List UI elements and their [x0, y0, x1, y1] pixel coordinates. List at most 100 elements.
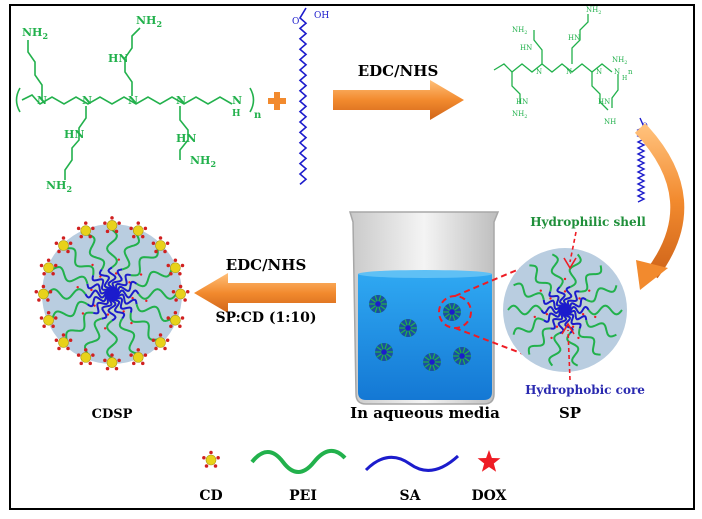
- pei-label-nh2-2: NH2: [136, 14, 162, 29]
- cd-dot: [132, 225, 144, 236]
- pei-branch-2: [64, 106, 87, 180]
- stearic-acid-structure: OH O: [292, 7, 329, 186]
- product-label-hn-2: HN: [568, 34, 580, 42]
- pei-arm: [513, 282, 545, 301]
- cd-nub: [61, 333, 66, 337]
- mini-micelle-arm: [428, 353, 432, 360]
- cd-nub: [180, 263, 185, 268]
- cd-nub: [110, 353, 114, 357]
- cd-dot: [170, 262, 181, 274]
- cd-nub: [42, 271, 46, 276]
- cd-nub: [61, 236, 66, 240]
- cd-nub: [39, 316, 44, 320]
- product-label-hn-1: HN: [520, 44, 532, 52]
- cd-nub: [46, 258, 51, 262]
- mini-micelle-core: [459, 353, 465, 359]
- mini-micelle-arm: [458, 347, 462, 354]
- cdsp-label: CDSP: [92, 407, 133, 422]
- cd-nub: [91, 226, 95, 231]
- cd-nub: [66, 346, 70, 351]
- cd-nub: [166, 263, 171, 268]
- pei-arm: [577, 328, 601, 356]
- cd-nub: [103, 358, 107, 363]
- dox-dot: [550, 336, 553, 340]
- mini-micelle-arm: [448, 314, 452, 321]
- cd-nub: [129, 353, 133, 357]
- legend-sa-icon: [364, 454, 460, 472]
- legend-pei-icon: [250, 449, 347, 474]
- mini-micelle-arm: [386, 346, 392, 351]
- dox-dot: [581, 312, 585, 316]
- product-label-nh: NH: [604, 118, 616, 126]
- dox-dot: [578, 297, 581, 300]
- legend-dox-icon: [477, 450, 501, 472]
- pei-arm: [585, 319, 617, 338]
- mini-micelle-arm: [424, 363, 430, 368]
- mini-micelle-arm: [386, 353, 392, 358]
- mini-micelle-arm: [384, 354, 388, 361]
- micelle-center: [561, 306, 569, 314]
- cd-nub: [141, 234, 145, 239]
- pei-label-hn-1: HN: [108, 52, 128, 65]
- cd-nub: [180, 316, 185, 320]
- dox-dot: [99, 275, 102, 278]
- dox-dot: [588, 289, 591, 292]
- cd-nub: [216, 456, 220, 460]
- cd-nub: [174, 298, 178, 302]
- cd-nub: [165, 338, 170, 343]
- legend: CD PEI SA DOX: [199, 449, 507, 504]
- cd-nub: [48, 290, 53, 294]
- dox-dot: [139, 273, 143, 276]
- sp-core-label: Hydrophobic core: [525, 383, 645, 397]
- dox-dot: [122, 310, 125, 313]
- mini-micelle-arm: [404, 319, 408, 326]
- cd-dot: [58, 240, 69, 251]
- mini-micelle-arm: [432, 364, 436, 371]
- cd-nub: [178, 284, 183, 289]
- pei-arm: [568, 253, 582, 288]
- beaker-water: [358, 274, 492, 400]
- sa-arm: [111, 280, 138, 297]
- beaker-label: In aqueous media: [350, 404, 500, 422]
- product-branch-4: [591, 72, 609, 111]
- step2-ratio-label: SP:CD (1:10): [215, 310, 316, 326]
- cd-nub: [173, 311, 178, 315]
- dox-dot: [545, 312, 549, 316]
- pei-arm: [66, 247, 95, 276]
- sp-label: SP: [559, 404, 581, 422]
- cd-nub: [57, 346, 61, 351]
- core-pointer-head: [561, 322, 575, 335]
- shell-pointer-head: [563, 257, 577, 270]
- cd-nub: [169, 271, 173, 276]
- product-label-n-3: N: [596, 68, 602, 76]
- pei-label-n-4: N: [176, 94, 186, 107]
- cd-nub: [103, 221, 107, 225]
- mini-micelle-arm: [462, 358, 466, 365]
- cd-nub: [209, 450, 213, 455]
- legend-label-cd: CD: [199, 488, 222, 504]
- pei-arm: [83, 317, 103, 354]
- pei-backbone: [21, 94, 233, 106]
- mini-micelle-arm: [434, 356, 440, 361]
- cd-dot: [205, 454, 217, 466]
- mini-micelle-arm: [380, 298, 386, 303]
- dox-dot: [81, 312, 85, 315]
- pei-label-nh2-3: NH2: [46, 179, 72, 194]
- mini-micelle-arm: [454, 306, 460, 311]
- core-pointer: [567, 329, 571, 381]
- cd-dot: [155, 337, 166, 348]
- shell-pointer: [569, 231, 577, 263]
- pei-arm: [137, 288, 178, 300]
- pei-branch-1: [27, 40, 43, 100]
- product-branch-5: [611, 74, 619, 108]
- mini-micelle-arm: [374, 306, 378, 313]
- beaker-water-surface: [358, 270, 492, 278]
- pei-arm: [136, 269, 173, 288]
- cd-nub: [166, 316, 171, 320]
- product-branch-1: [511, 72, 521, 104]
- mini-micelle-core: [375, 301, 381, 307]
- product-branch-2: [533, 30, 543, 64]
- dox-dot: [571, 325, 575, 328]
- mini-micelle-arm: [408, 330, 412, 337]
- cd-nub: [53, 263, 58, 268]
